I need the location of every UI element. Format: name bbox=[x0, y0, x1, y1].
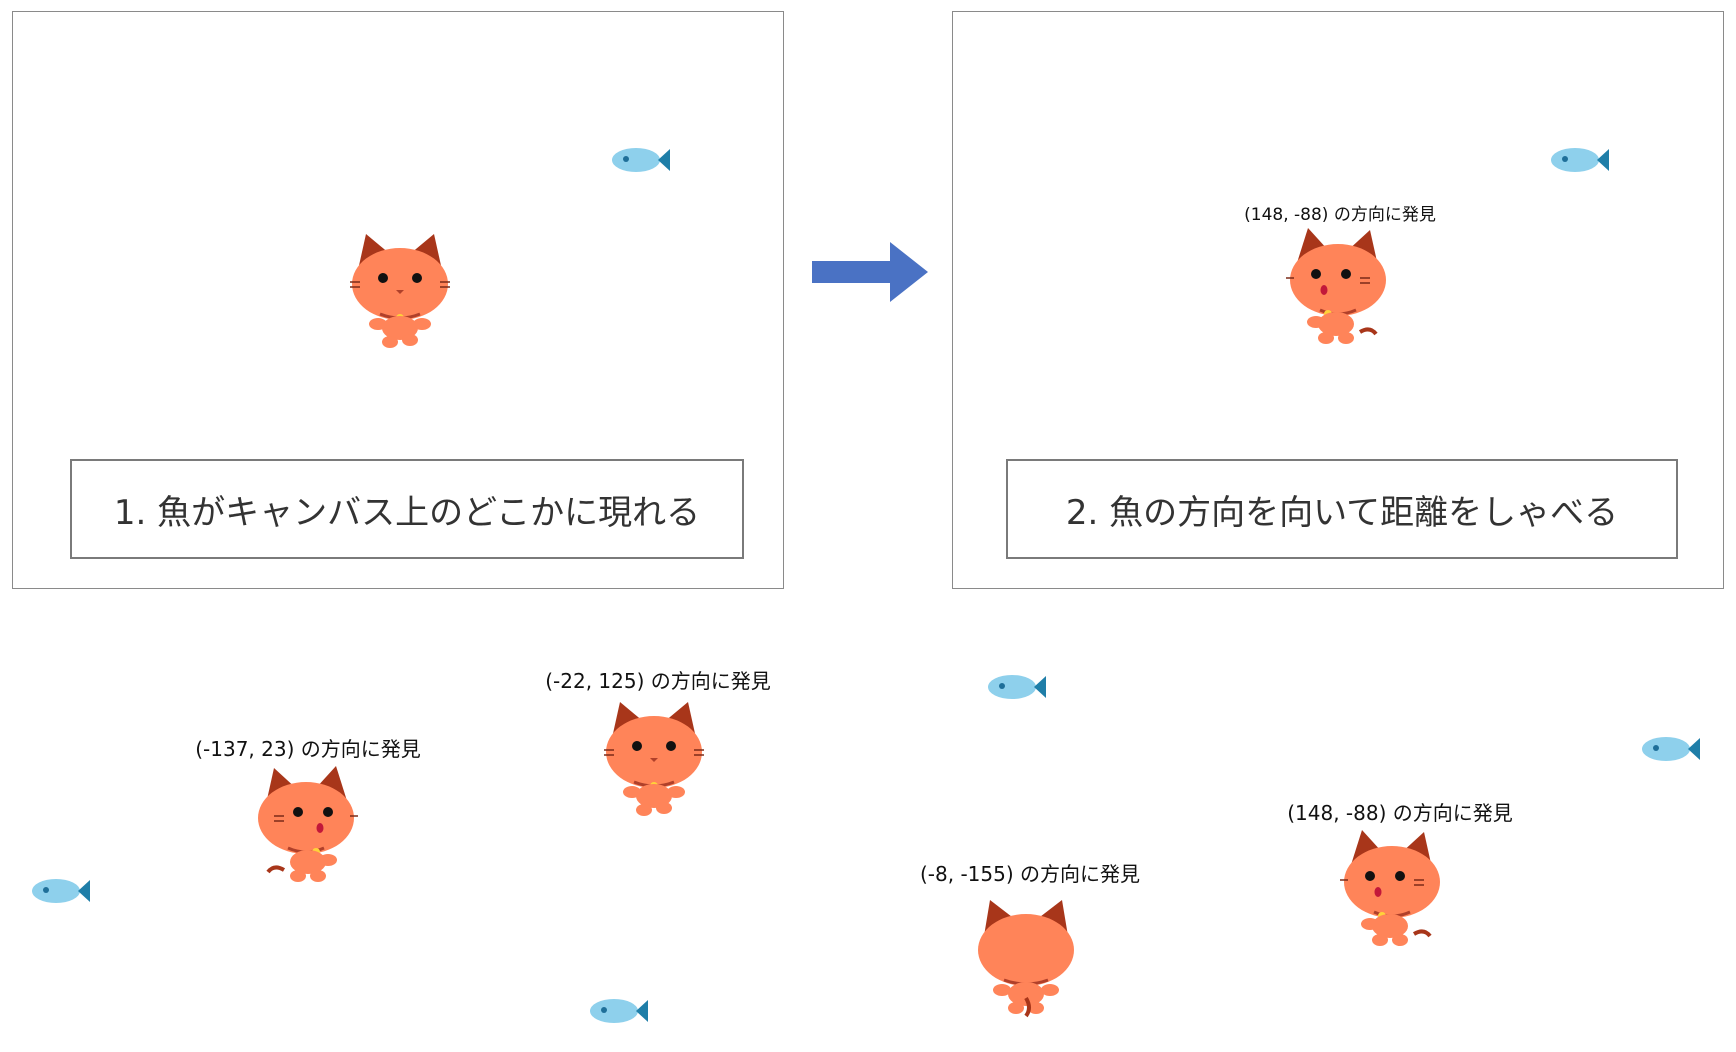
cat-icon bbox=[348, 232, 452, 350]
cat-icon bbox=[602, 700, 706, 818]
cat-icon bbox=[1338, 828, 1442, 948]
fish-icon bbox=[1551, 148, 1609, 172]
step-2-caption: 2. 魚の方向を向いて距離をしゃべる bbox=[1065, 492, 1619, 533]
example-2-speech: (-22, 125) の方向に発見 bbox=[545, 669, 771, 693]
arrow-right-icon bbox=[812, 242, 928, 302]
fish-icon bbox=[590, 999, 648, 1023]
step-1-caption: 1. 魚がキャンバス上のどこかに現れる bbox=[113, 492, 701, 533]
speech-bubble-text: (148, -88) の方向に発見 bbox=[1244, 205, 1436, 225]
fish-icon bbox=[612, 148, 670, 172]
step-2-caption-box: 2. 魚の方向を向いて距離をしゃべる bbox=[1006, 459, 1678, 559]
example-4-speech: (148, -88) の方向に発見 bbox=[1287, 801, 1513, 825]
example-1-speech: (-137, 23) の方向に発見 bbox=[195, 737, 421, 761]
fish-icon bbox=[1642, 737, 1700, 761]
fish-icon bbox=[32, 879, 90, 903]
example-3-speech: (-8, -155) の方向に発見 bbox=[919, 862, 1141, 886]
cat-icon bbox=[256, 764, 360, 884]
fish-icon bbox=[988, 675, 1046, 699]
cat-icon bbox=[976, 898, 1076, 1018]
step-1-caption-box: 1. 魚がキャンバス上のどこかに現れる bbox=[70, 459, 744, 559]
cat-icon bbox=[1284, 226, 1388, 346]
